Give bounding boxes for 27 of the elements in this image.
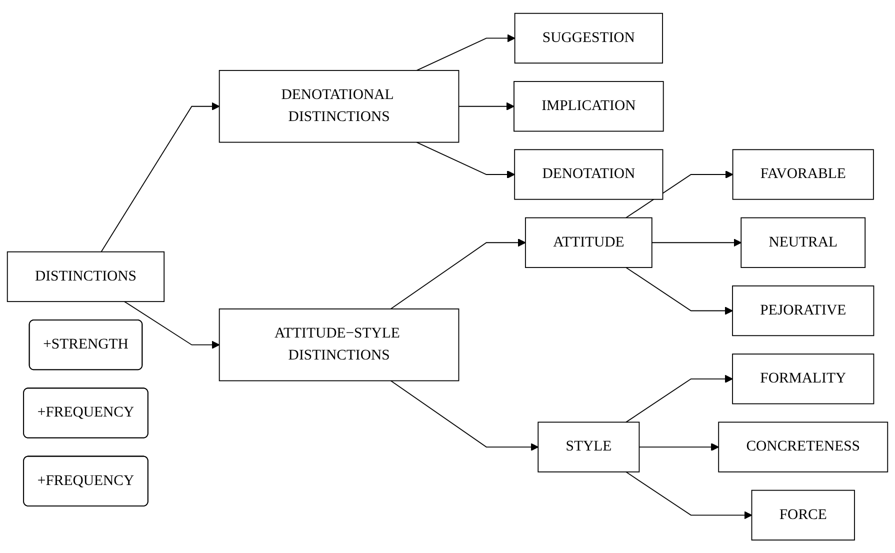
arrow xyxy=(416,142,515,178)
node-box: ATTITUDE xyxy=(525,217,652,268)
arrow xyxy=(626,471,752,520)
arrow xyxy=(100,102,220,252)
node-box: IMPLICATION xyxy=(514,80,664,132)
node-box: CONCRETENESS xyxy=(718,422,888,472)
node-box: FORCE xyxy=(751,490,855,540)
arrow xyxy=(626,266,733,315)
node-box: DISTINCTIONS xyxy=(6,251,165,302)
arrow xyxy=(390,380,538,451)
arrow xyxy=(626,374,733,422)
node-box: PEJORATIVE xyxy=(732,285,874,336)
arrow xyxy=(124,300,220,349)
arrow xyxy=(638,442,719,451)
node-box: FORMALITY xyxy=(732,353,874,404)
arrow xyxy=(626,170,734,218)
arrow xyxy=(458,102,514,110)
arrow xyxy=(651,238,742,246)
arrow xyxy=(390,238,526,310)
node-box: FAVORABLE xyxy=(732,148,874,200)
arrow xyxy=(416,34,516,71)
node-box: DENOTATIONAL DISTINCTIONS xyxy=(218,70,460,143)
node-box: SUGGESTION xyxy=(514,12,663,64)
node-box: DENOTATION xyxy=(514,148,664,200)
node-box: NEUTRAL xyxy=(740,217,866,268)
node-box: STYLE xyxy=(538,422,640,472)
node-box: ATTITUDE−STYLE DISTINCTIONS xyxy=(218,308,460,381)
